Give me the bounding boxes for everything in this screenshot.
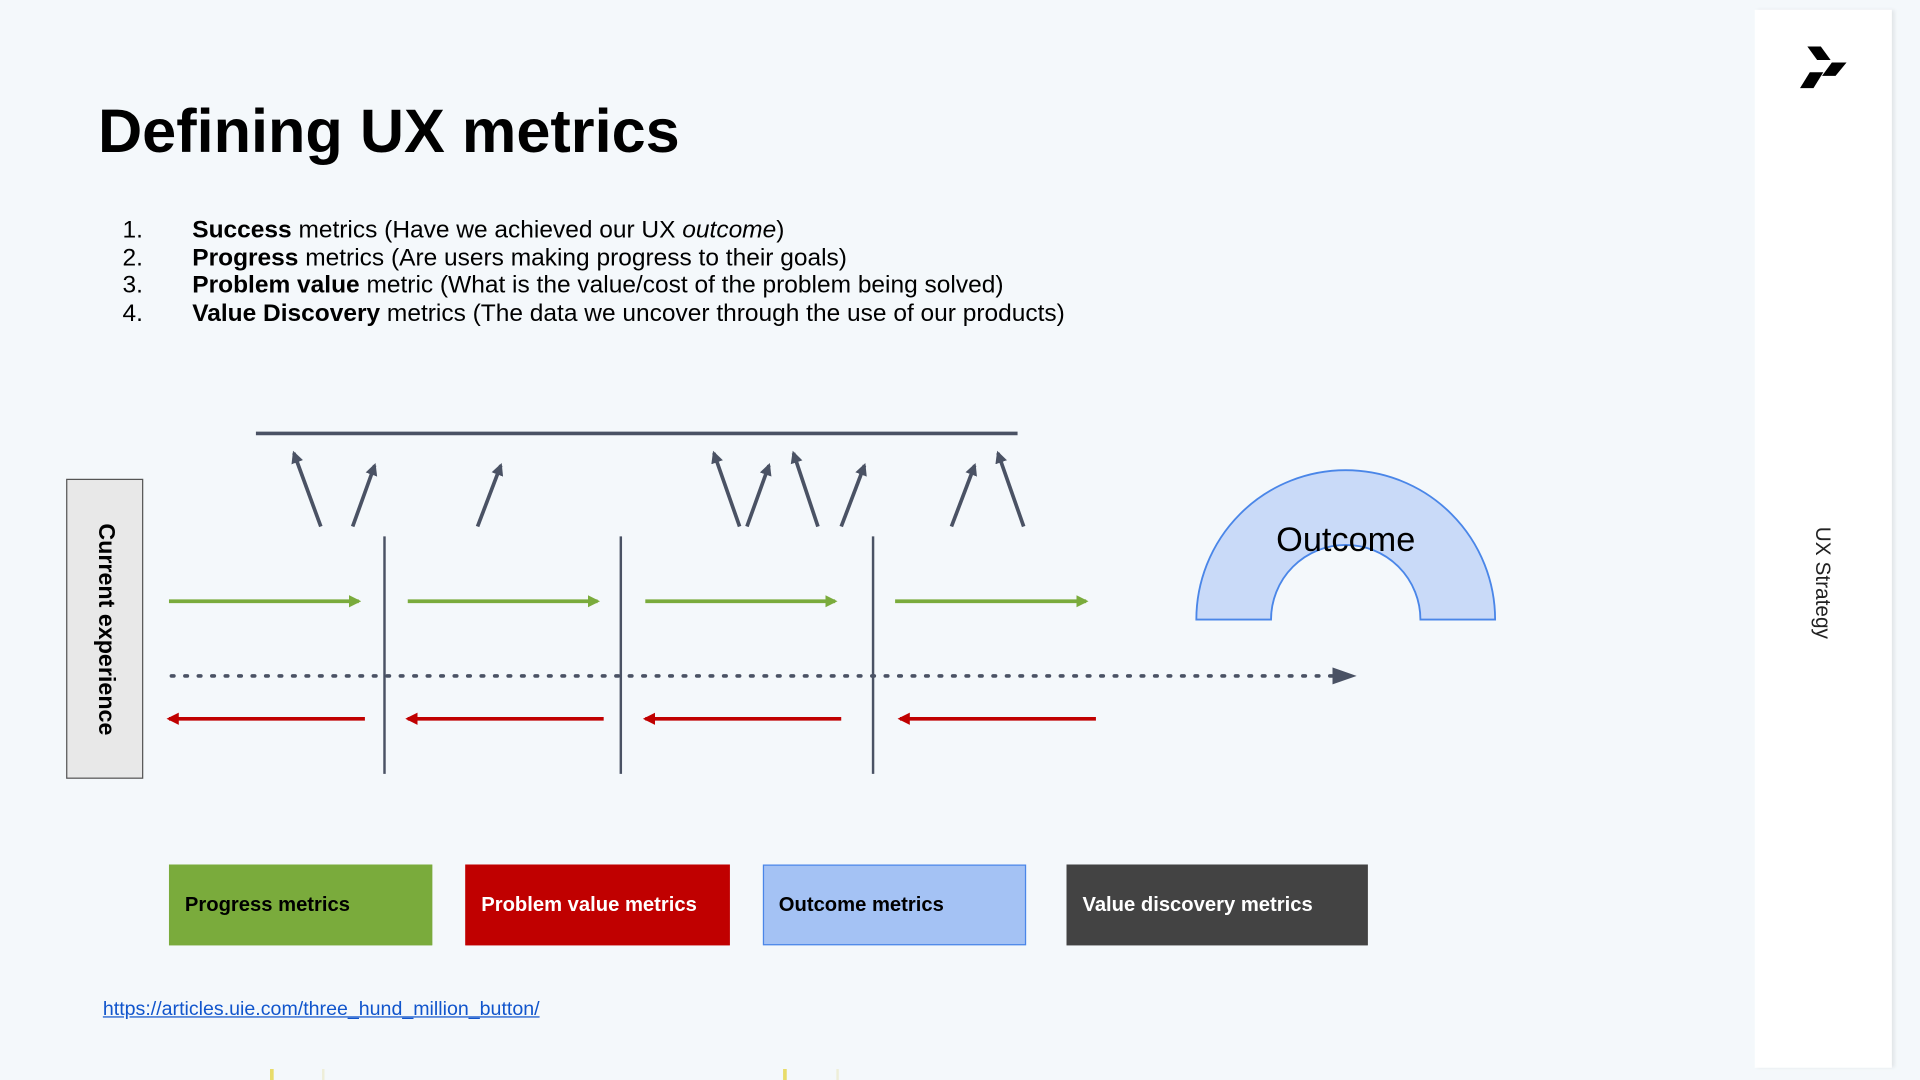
item-bold: Value Discovery: [192, 300, 381, 328]
item-bold: Success: [192, 216, 292, 244]
up-arrow: [291, 450, 323, 528]
up-arrow: [475, 463, 504, 528]
up-arrows: [291, 450, 1026, 528]
logo-icon: [1800, 46, 1847, 89]
current-experience-box: Current experience: [66, 478, 144, 779]
item-bold: Problem value: [192, 272, 360, 300]
list-item: 1. Success metrics (Have we achieved our …: [122, 217, 1064, 245]
up-arrow: [995, 450, 1026, 528]
item-number: 3.: [122, 272, 143, 300]
item-text: metrics (Are users making progress to th…: [298, 244, 847, 272]
up-arrow: [745, 463, 772, 528]
legend-progress-metrics: Progress metrics: [168, 864, 433, 946]
legend-value-discovery-metrics: Value discovery metrics: [1066, 864, 1368, 946]
up-arrow: [350, 463, 378, 528]
up-arrow: [790, 450, 820, 528]
list-item: 2. Progress metrics (Are users making pro…: [122, 245, 1064, 273]
section-label: UX Strategy: [1811, 526, 1835, 639]
up-arrow: [839, 463, 867, 528]
bottom-marks: [270, 1068, 787, 1080]
up-arrow: [711, 450, 742, 528]
item-number: 4.: [122, 300, 143, 328]
item-tail: ): [776, 216, 785, 244]
slide-title: Defining UX metrics: [97, 96, 680, 166]
dividers: [383, 536, 875, 774]
list-item: 3. Problem value metric (What is the valu…: [122, 272, 1064, 300]
item-number: 1.: [122, 216, 143, 244]
item-text: metrics (The data we uncover through the…: [380, 300, 1065, 328]
outcome-arch: [1195, 469, 1497, 621]
list-item: 4. Value Discovery metrics (The data we u…: [122, 300, 1064, 328]
item-text: metrics (Have we achieved our UX: [291, 216, 683, 244]
item-number: 2.: [122, 244, 143, 272]
metrics-list: 1. Success metrics (Have we achieved our …: [122, 217, 1064, 328]
item-bold: Progress: [192, 244, 299, 272]
current-experience-label: Current experience: [92, 522, 119, 735]
legend-problem-value-metrics: Problem value metrics: [465, 864, 730, 946]
legend-outcome-metrics: Outcome metrics: [762, 864, 1027, 946]
up-arrow: [949, 463, 977, 528]
side-panel: [1754, 9, 1892, 1068]
item-italic: outcome: [682, 216, 777, 244]
item-text: metric (What is the value/cost of the pr…: [359, 272, 1004, 300]
source-link[interactable]: https://articles.uie.com/three_hund_mill…: [102, 999, 540, 1021]
outcome-label: Outcome: [1276, 520, 1416, 559]
